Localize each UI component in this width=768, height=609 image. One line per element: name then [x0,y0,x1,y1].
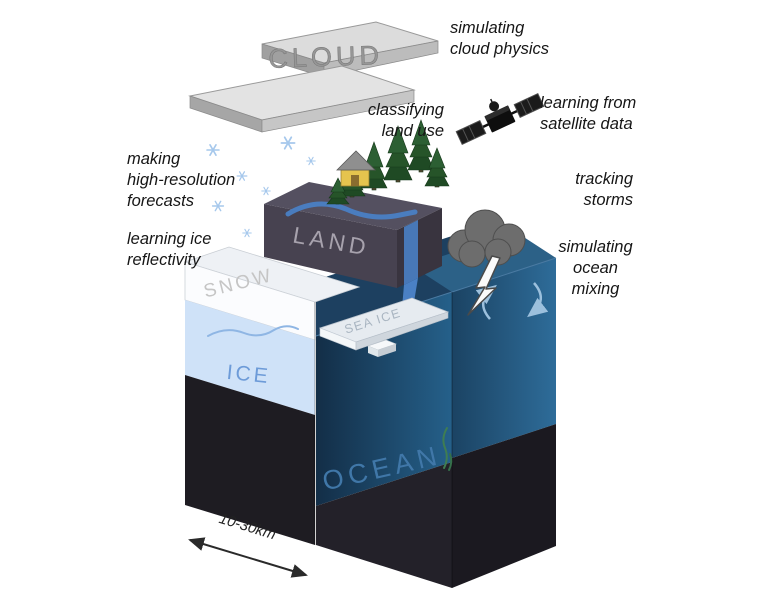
tree-icon [407,119,435,173]
annotation-forecasts: making high-resolution forecasts [127,150,236,211]
annotation-land-use: classifying land use [367,101,444,141]
snowflake-icon [236,171,248,181]
ocean-base-right [452,424,556,588]
ocean-base-front [316,462,452,588]
snowflake-icon [242,228,252,238]
annotation-cloud-physics: simulating cloud physics [450,19,550,59]
cloud-slab-upper [261,21,439,78]
storm-cloud-icon [447,209,526,268]
seaweed-icon [442,427,453,471]
annotation-storms: tracking storms [575,170,633,210]
cloud-slab-lower [188,65,416,133]
cloud-label: CLOUD [268,40,383,74]
ice-chunk-icon [367,339,397,357]
ice-front-face [185,300,315,415]
river [285,201,418,220]
annotation-satellite: learning from satellite data [540,94,637,134]
ocean-right-face [452,258,556,458]
land-block [264,182,442,288]
ice-crack [207,325,299,337]
snowflake-icon [280,136,296,150]
house-icon [336,150,376,187]
snowflake-icon [261,186,271,196]
tree-icon [383,125,413,183]
lightning-icon [467,255,501,316]
annotation-ice-reflectivity: learning ice reflectivity [127,230,212,270]
scale-arrow [188,537,308,578]
ice-label: ICE [226,361,272,388]
river [404,220,418,285]
land-front-face [264,204,397,288]
satellite-icon [455,92,545,146]
base-left [185,375,315,545]
annotation-ocean-mixing: simulating ocean mixing [558,238,633,299]
sea-ice-surface [318,297,450,351]
snowflake-icon [306,156,316,166]
tree-icon [424,147,450,188]
tree-icon [326,177,350,205]
